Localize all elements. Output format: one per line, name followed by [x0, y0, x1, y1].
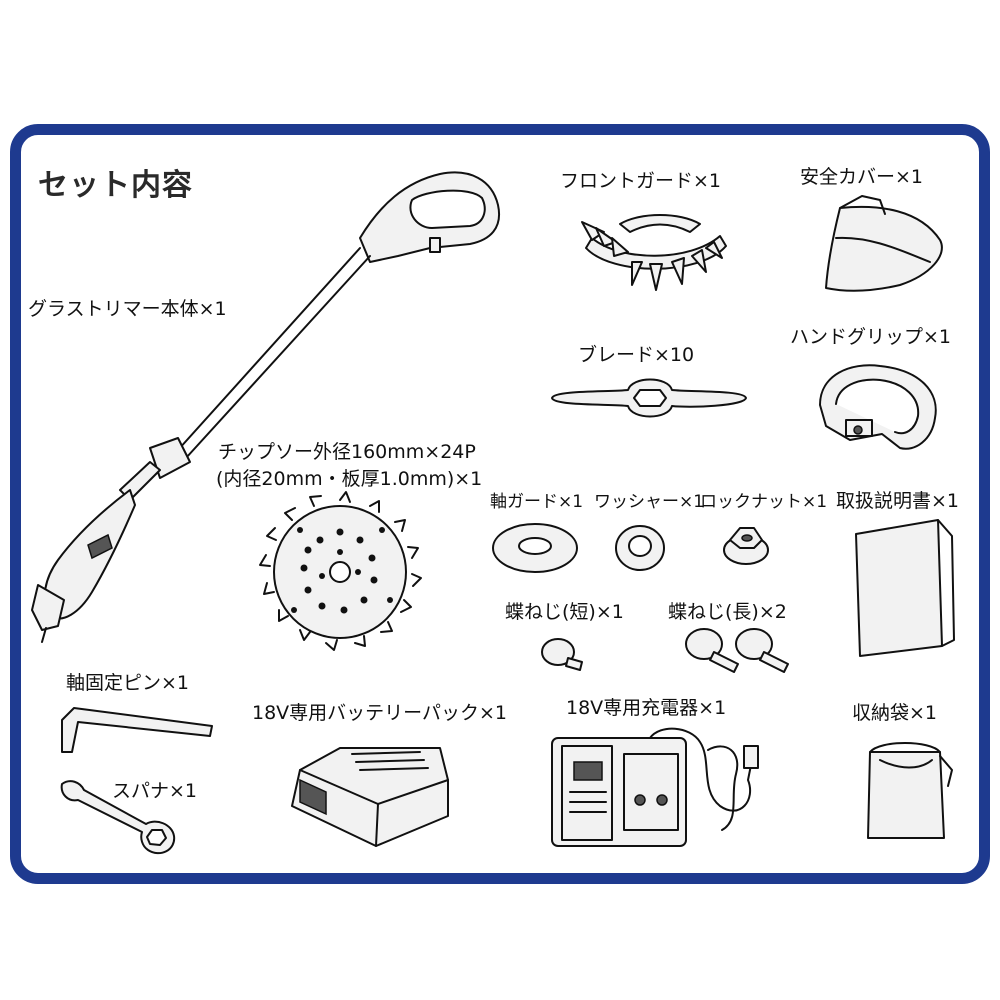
- label-chip-saw-line2: (内径20mm・板厚1.0mm)×1: [216, 468, 483, 490]
- label-trimmer-body: グラストリマー本体×1: [28, 298, 227, 320]
- hand-grip-illustration: [819, 364, 937, 450]
- lock-nut-illustration: [723, 527, 769, 565]
- label-battery: 18V専用バッテリーパック×1: [252, 702, 507, 724]
- label-charger: 18V専用充電器×1: [566, 697, 727, 719]
- label-wing-bolt-short: 蝶ねじ(短)×1: [505, 601, 624, 623]
- wing-bolt-short-illustration: [541, 638, 583, 671]
- label-shaft-pin: 軸固定ピン×1: [66, 672, 190, 694]
- label-front-guard: フロントガード×1: [560, 170, 722, 192]
- label-storage-bag: 収納袋×1: [852, 702, 938, 724]
- storage-bag-illustration: [867, 742, 953, 839]
- label-safety-cover: 安全カバー×1: [800, 166, 924, 188]
- front-guard-illustration: [581, 214, 727, 291]
- label-washer: ワッシャー×1: [594, 492, 705, 512]
- spanner-illustration: [60, 780, 176, 855]
- shaft-pin-illustration: [61, 707, 213, 753]
- chip-saw-illustration: [259, 491, 422, 651]
- washer-illustration: [615, 525, 665, 571]
- label-blade: ブレード×10: [578, 344, 695, 366]
- trimmer-body-illustration: [31, 171, 501, 643]
- wing-bolt-long-illustration: [685, 628, 789, 673]
- label-wing-bolt-long: 蝶ねじ(長)×2: [668, 601, 787, 623]
- label-chip-saw-line1: チップソー外径160mm×24P: [218, 441, 476, 463]
- label-lock-nut: ロックナット×1: [700, 492, 828, 512]
- battery-illustration: [291, 747, 449, 847]
- charger-illustration: [551, 727, 759, 847]
- label-hand-grip: ハンドグリップ×1: [790, 326, 952, 348]
- safety-cover-illustration: [825, 195, 943, 292]
- label-spanner: スパナ×1: [112, 780, 198, 802]
- manual-illustration: [855, 519, 955, 657]
- blade-illustration: [551, 378, 747, 418]
- shaft-guard-illustration: [492, 523, 578, 573]
- content-frame: [10, 124, 990, 884]
- page-title: セット内容: [38, 168, 193, 203]
- label-shaft-guard: 軸ガード×1: [490, 492, 584, 512]
- label-manual: 取扱説明書×1: [836, 490, 960, 512]
